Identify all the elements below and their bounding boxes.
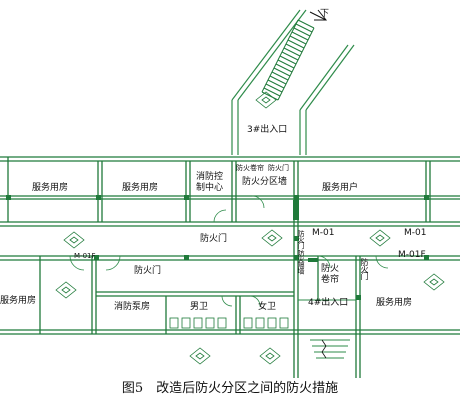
fire-compartment-wall-label: 防火分区墙 (242, 177, 288, 187)
fire-door-right-label: 防火门 (360, 258, 369, 279)
womens-toilet-label: 女卫 (258, 302, 277, 312)
exit3-label: 3#出入口 (247, 125, 288, 135)
exit4-label: 4#出入口 (308, 298, 349, 308)
service-room-4-label: 服务用房 (0, 296, 37, 306)
partition-walls (7, 157, 431, 378)
fire-control-center-label: 消防控 制中心 (196, 172, 224, 193)
break-line (321, 339, 327, 359)
stair-treads (261, 19, 315, 101)
fire-separation-marks (293, 200, 318, 262)
fire-shutter-top-label: 防火卷帘 (236, 164, 264, 172)
figure-caption: 图5 改造后防火分区之间的防火措施 (121, 381, 339, 396)
service-room-3-label: 服务用户 (322, 183, 359, 193)
toilet-fixtures (169, 317, 289, 329)
fire-door-mid-label: 防火门 (200, 234, 228, 244)
m01-a-label: M-01 (312, 228, 335, 238)
service-room-5-label: 服务用房 (376, 298, 413, 308)
down-label: 下 (320, 9, 330, 19)
m01-b-label: M-01 (404, 228, 427, 238)
floor-plan (0, 9, 460, 378)
vertical-wall-label: 防火门 防火隔墙 (297, 230, 305, 274)
down-arrow-icon (309, 9, 328, 21)
service-room-1-label: 服务用房 (32, 183, 69, 193)
exit4-stair (298, 299, 356, 359)
fire-door-left-label: 防火门 (134, 266, 162, 276)
pump-room-label: 消防泵房 (114, 302, 151, 312)
m01f-left-label: M-01F (74, 252, 96, 260)
service-room-2-label: 服务用房 (122, 183, 159, 193)
mens-toilet-label: 男卫 (190, 302, 209, 312)
fire-shutter-right-label: 防火 卷帘 (321, 264, 340, 285)
diamond-symbols (55, 91, 445, 365)
m01f-right-label: M-01F (398, 250, 426, 260)
fire-door-top-label: 防火门 (268, 164, 289, 172)
corridor-walls (0, 156, 460, 335)
stair-corridor (231, 9, 355, 155)
door-swings (69, 195, 389, 307)
